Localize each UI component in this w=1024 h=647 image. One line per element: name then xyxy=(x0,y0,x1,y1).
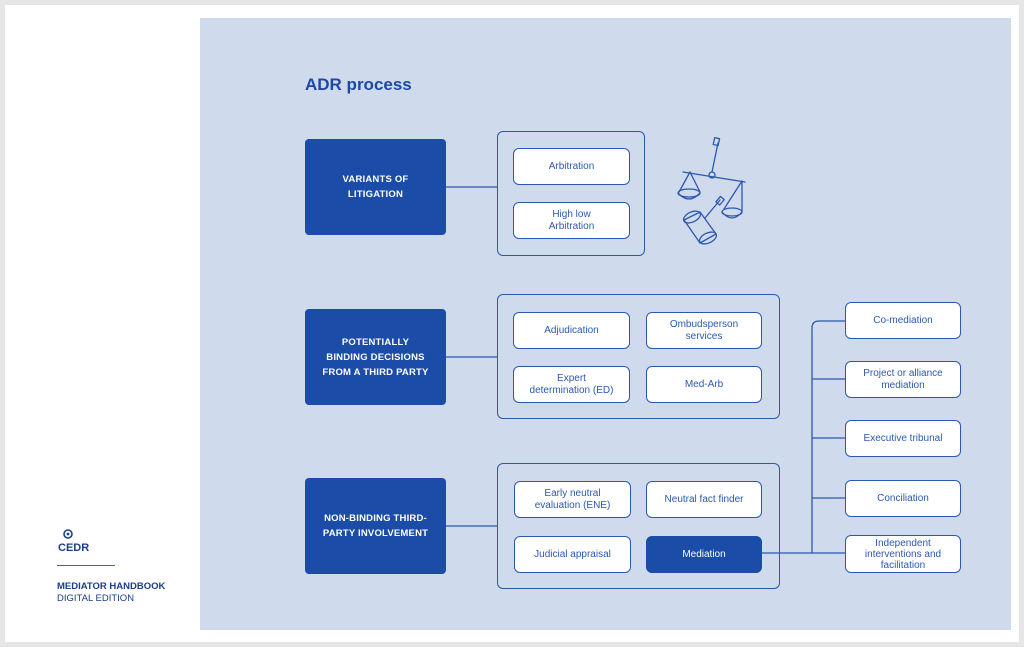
item-ombudsperson-services: Ombudsperson services xyxy=(646,312,762,349)
item-med-arb: Med-Arb xyxy=(646,366,762,403)
item-project-alliance-mediation: Project or alliance mediation xyxy=(845,361,961,398)
group-binding-decisions xyxy=(497,294,780,419)
item-neutral-fact-finder: Neutral fact finder xyxy=(646,481,762,518)
category-variants-of-litigation: VARIANTS OF LITIGATION xyxy=(305,139,446,235)
scales-of-justice-icon xyxy=(677,136,746,245)
item-co-mediation: Co-mediation xyxy=(845,302,961,339)
logo-text: CEDR xyxy=(58,542,89,554)
cedr-logo: CEDR xyxy=(58,529,89,554)
item-conciliation: Conciliation xyxy=(845,480,961,517)
item-arbitration: Arbitration xyxy=(513,148,630,185)
group-non-binding xyxy=(497,463,780,589)
item-high-low-arbitration: High low Arbitration xyxy=(513,202,630,239)
item-early-neutral-evaluation: Early neutral evaluation (ENE) xyxy=(514,481,631,518)
item-independent-interventions: Independent interventions and facilitati… xyxy=(845,535,961,573)
handbook-title: MEDIATOR HANDBOOK xyxy=(57,581,166,592)
handbook-subtitle: DIGITAL EDITION xyxy=(57,593,135,604)
group-litigation-variants xyxy=(497,131,645,256)
category-binding-decisions: POTENTIALLY BINDING DECISIONS FROM A THI… xyxy=(305,309,446,405)
item-judicial-appraisal: Judicial appraisal xyxy=(514,536,631,573)
item-expert-determination: Expert determination (ED) xyxy=(513,366,630,403)
sidebar-divider xyxy=(57,565,115,566)
category-non-binding-involvement: NON-BINDING THIRD- PARTY INVOLVEMENT xyxy=(305,478,446,574)
item-mediation: Mediation xyxy=(646,536,762,573)
item-executive-tribunal: Executive tribunal xyxy=(845,420,961,457)
item-adjudication: Adjudication xyxy=(513,312,630,349)
page-title: ADR process xyxy=(305,75,412,94)
